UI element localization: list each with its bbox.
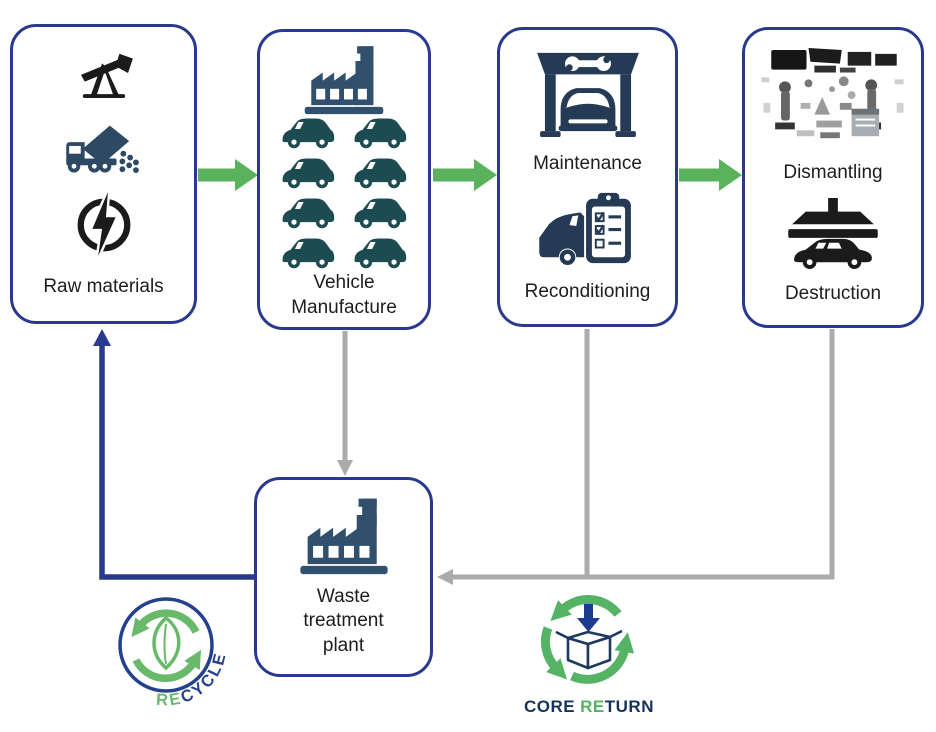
maintenance-label: Maintenance xyxy=(533,152,642,174)
car-icon xyxy=(352,155,408,190)
car-icon xyxy=(352,235,408,270)
arrow-waste-to-rawmaterials xyxy=(93,329,254,580)
car-icon xyxy=(280,195,336,230)
vehicle-manufacture-label: Vehicle Manufacture xyxy=(291,271,397,318)
factory-icon xyxy=(299,43,389,115)
dismantling-label: Dismantling xyxy=(783,161,883,183)
core-return-box-icon xyxy=(555,629,623,670)
reconditioning-label: Reconditioning xyxy=(524,281,651,303)
car-parts-icon xyxy=(761,48,904,139)
core-return-arrow-left xyxy=(540,626,568,680)
oil-pump-icon xyxy=(80,54,133,99)
arrow-maintenance-to-dismantling xyxy=(679,159,742,191)
car-icon xyxy=(352,115,408,150)
car-icon xyxy=(280,235,336,270)
box-dismantling-destruction: Dismantling Destruction xyxy=(742,27,924,328)
car-icon xyxy=(352,195,408,230)
arrow-manufacture-to-maintenance xyxy=(433,159,497,191)
box-maintenance-reconditioning: Maintenance Reconditioning xyxy=(497,27,678,327)
dump-truck-icon xyxy=(65,125,139,173)
box-raw-materials: Raw materials xyxy=(10,24,197,324)
recycle-arrow-bottom xyxy=(132,649,202,683)
car-icon xyxy=(280,115,336,150)
destruction-label: Destruction xyxy=(784,282,882,304)
arrow-dismantling-to-waste xyxy=(437,329,835,585)
car-fleet xyxy=(280,115,408,270)
recycle-ring xyxy=(118,597,214,693)
garage-wrench-icon xyxy=(536,52,639,137)
core-return-arrow-top xyxy=(550,595,622,622)
car-crusher-icon xyxy=(788,197,878,269)
box-waste-treatment: Waste treatment plant xyxy=(254,477,433,677)
recycle-arrow-top xyxy=(131,609,200,638)
waste-treatment-label: Waste treatment plant xyxy=(303,585,384,656)
box-vehicle-manufacture: Vehicle Manufacture xyxy=(257,29,431,330)
raw-materials-label: Raw materials xyxy=(43,275,164,297)
core-return-arrow-right xyxy=(570,632,635,684)
car-icon xyxy=(280,155,336,190)
factory-icon xyxy=(296,495,392,575)
recycle-logo: RECYCLE xyxy=(118,597,227,710)
recycle-leaf-icon xyxy=(152,615,181,671)
down-arrow-icon xyxy=(577,604,600,632)
arrow-rawmaterials-to-manufacture xyxy=(198,159,258,191)
energy-bolt-icon xyxy=(77,191,130,258)
car-checklist-icon xyxy=(538,193,631,266)
